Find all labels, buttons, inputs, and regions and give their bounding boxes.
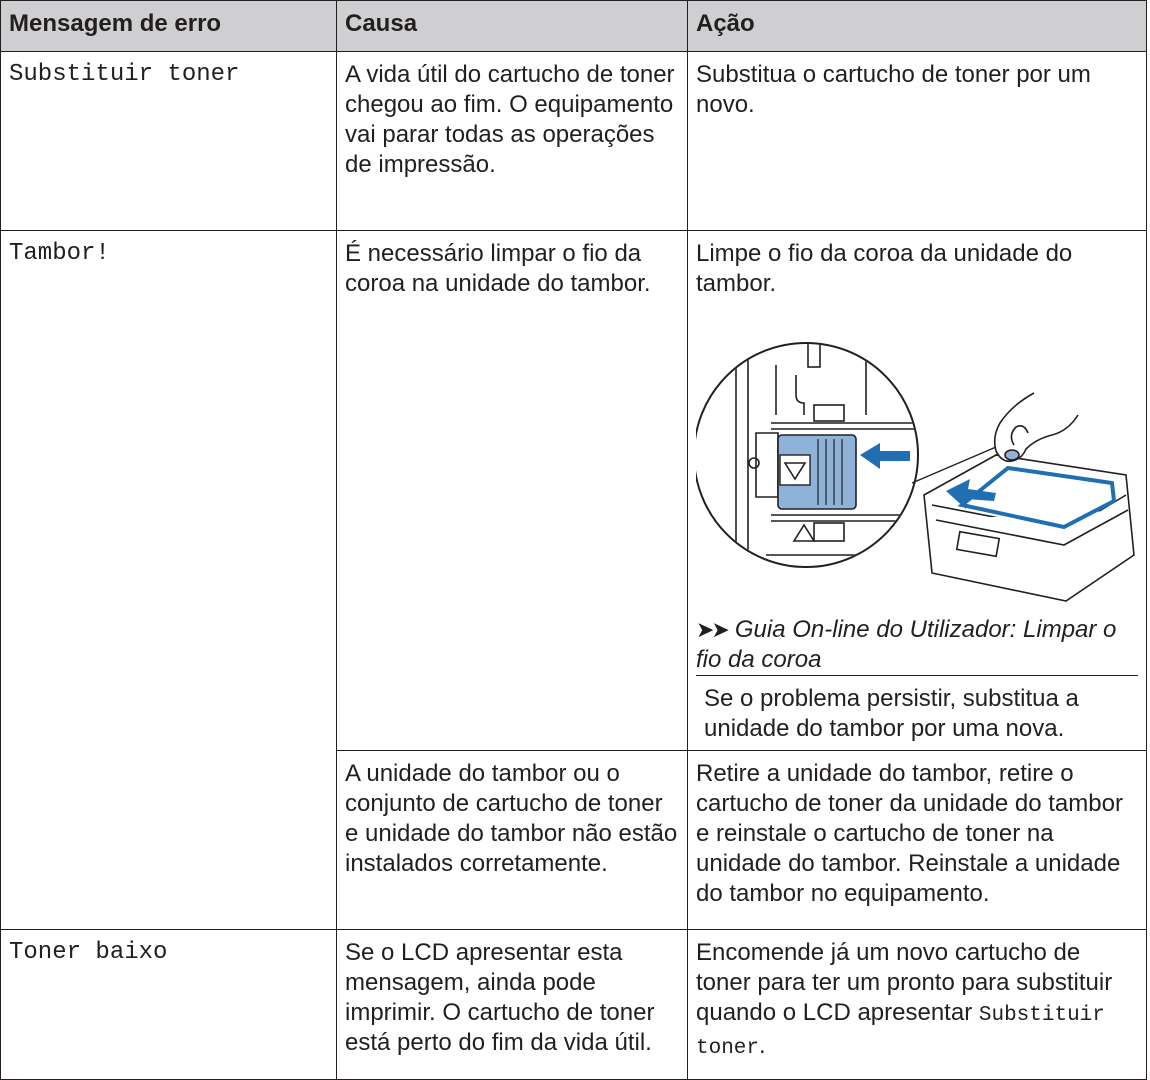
table-row: Toner baixo Se o LCD apresentar esta men…: [0, 929, 1147, 1080]
table-row: Tambor! É necessário limpar o fio da cor…: [0, 230, 1147, 930]
table-row: A unidade do tambor ou o conjunto de car…: [1, 750, 1147, 930]
reference-guide: Guia On-line do Utilizador: [734, 616, 1010, 643]
error-action: Substitua o cartucho de toner por um nov…: [687, 51, 1147, 231]
error-message: Substituir toner: [0, 51, 337, 231]
drum-corona-wire-cleaning-illustration: [696, 342, 1135, 602]
action-intro: Limpe o fio da coroa da unidade do tambo…: [696, 240, 1073, 297]
header-message: Mensagem de erro: [0, 0, 337, 52]
header-cause: Causa: [336, 0, 688, 52]
error-cause: É necessário limpar o fio da coroa na un…: [336, 230, 688, 751]
error-action: Retire a unidade do tambor, retire o car…: [687, 750, 1147, 930]
action-text: Encomende já um novo cartucho de toner p…: [696, 939, 1113, 1026]
error-action: Encomende já um novo cartucho de toner p…: [687, 929, 1147, 1080]
error-message: Toner baixo: [0, 929, 337, 1080]
action-code: Substituir toner: [696, 1004, 1105, 1060]
action-followup: Se o problema persistir, substitua a uni…: [696, 675, 1138, 744]
table-row: Substituir toner A vida útil do cartucho…: [0, 51, 1147, 231]
error-cause: Se o LCD apresentar esta mensagem, ainda…: [336, 929, 688, 1080]
error-cause: A vida útil do cartucho de toner chegou …: [336, 51, 688, 231]
error-action: Limpe o fio da coroa da unidade do tambo…: [687, 230, 1147, 751]
double-chevron-right-icon: ➤➤: [696, 617, 730, 642]
error-message: Tambor!: [0, 230, 337, 930]
action-reference: ➤➤Guia On-line do Utilizador: Limpar o f…: [696, 616, 1117, 673]
reference-topic[interactable]: Limpar o fio da coroa: [696, 616, 1117, 673]
table-header-row: Mensagem de erro Causa Ação: [0, 0, 1147, 52]
header-action: Ação: [687, 0, 1147, 52]
error-cause: A unidade do tambor ou o conjunto de car…: [336, 750, 688, 930]
